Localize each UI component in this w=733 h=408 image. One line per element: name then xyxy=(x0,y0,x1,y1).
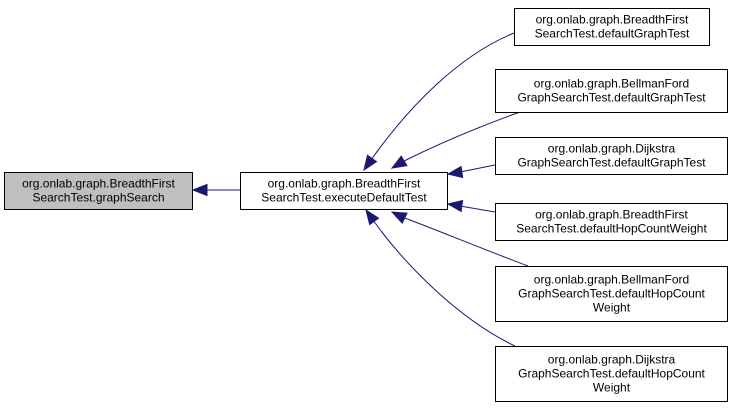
node-dij_defaultHopCountWeight[interactable]: org.onlab.graph.DijkstraGraphSearchTest.… xyxy=(495,346,728,402)
arrowhead-icon xyxy=(363,154,378,172)
edge-line xyxy=(401,111,521,163)
edge-line xyxy=(401,216,529,267)
node-label-line: org.onlab.graph.BreadthFirst xyxy=(535,208,688,222)
node-label-line: SearchTest.defaultHopCountWeight xyxy=(516,222,707,236)
node-bf_defaultHopCountWeight[interactable]: org.onlab.graph.BellmanFordGraphSearchTe… xyxy=(495,266,728,322)
node-bfs_defaultHopCountWeight[interactable]: org.onlab.graph.BreadthFirstSearchTest.d… xyxy=(495,203,728,241)
node-box xyxy=(240,172,448,210)
node-label-line: SearchTest.graphSearch xyxy=(32,191,164,205)
node-box xyxy=(495,137,728,175)
arrowhead-icon xyxy=(365,208,380,226)
node-box xyxy=(495,266,728,322)
edge-line xyxy=(459,164,496,173)
node-box xyxy=(495,346,728,402)
arrowhead-icon xyxy=(446,165,464,179)
node-label-line: org.onlab.graph.BellmanFord xyxy=(534,273,689,287)
node-label-line: GraphSearchTest.defaultHopCount xyxy=(518,287,705,301)
edge-dij_defaultGraphTest-to-executeDefaultTest xyxy=(446,164,496,179)
node-label-line: GraphSearchTest.defaultGraphTest xyxy=(517,91,706,105)
node-box xyxy=(495,203,728,241)
node-box xyxy=(514,8,710,46)
node-label-line: GraphSearchTest.defaultGraphTest xyxy=(517,156,706,170)
node-label-line: Weight xyxy=(593,381,631,395)
arrowhead-icon xyxy=(191,183,208,197)
node-label-line: SearchTest.defaultGraphTest xyxy=(535,27,690,41)
edge-bf_defaultGraphTest-to-executeDefaultTest xyxy=(390,111,521,169)
edge-bfs_defaultGraphTest-to-executeDefaultTest xyxy=(363,32,515,172)
edge-line xyxy=(372,219,516,347)
edge-line xyxy=(370,32,515,161)
node-layer: org.onlab.graph.BreadthFirstSearchTest.g… xyxy=(4,8,728,402)
edge-bfs_defaultHopCountWeight-to-executeDefaultTest xyxy=(446,199,496,213)
node-box xyxy=(495,69,728,113)
node-label-line: org.onlab.graph.BreadthFirst xyxy=(268,177,421,191)
arrowhead-icon xyxy=(390,155,408,169)
node-box xyxy=(4,172,193,210)
node-label-line: org.onlab.graph.BellmanFord xyxy=(534,77,689,91)
node-bf_defaultGraphTest[interactable]: org.onlab.graph.BellmanFordGraphSearchTe… xyxy=(495,69,728,113)
node-label-line: SearchTest.executeDefaultTest xyxy=(261,191,427,205)
node-label-line: Weight xyxy=(593,301,631,315)
node-label-line: org.onlab.graph.Dijkstra xyxy=(548,353,676,367)
node-dij_defaultGraphTest[interactable]: org.onlab.graph.DijkstraGraphSearchTest.… xyxy=(495,137,728,175)
node-graphSearch: org.onlab.graph.BreadthFirstSearchTest.g… xyxy=(4,172,193,210)
edge-executeDefaultTest-to-graphSearch xyxy=(191,183,240,197)
arrowhead-icon xyxy=(390,211,408,224)
node-label-line: org.onlab.graph.Dijkstra xyxy=(548,142,676,156)
node-bfs_defaultGraphTest[interactable]: org.onlab.graph.BreadthFirstSearchTest.d… xyxy=(514,8,710,46)
arrowhead-icon xyxy=(446,199,464,213)
edge-layer xyxy=(191,32,529,347)
node-label-line: org.onlab.graph.BreadthFirst xyxy=(536,13,689,27)
node-label-line: GraphSearchTest.defaultHopCount xyxy=(518,367,705,381)
node-executeDefaultTest[interactable]: org.onlab.graph.BreadthFirstSearchTest.e… xyxy=(240,172,448,210)
edge-dij_defaultHopCountWeight-to-executeDefaultTest xyxy=(365,208,516,347)
node-label-line: org.onlab.graph.BreadthFirst xyxy=(22,177,175,191)
edge-bf_defaultHopCountWeight-to-executeDefaultTest xyxy=(390,211,529,267)
edge-line xyxy=(459,205,496,213)
